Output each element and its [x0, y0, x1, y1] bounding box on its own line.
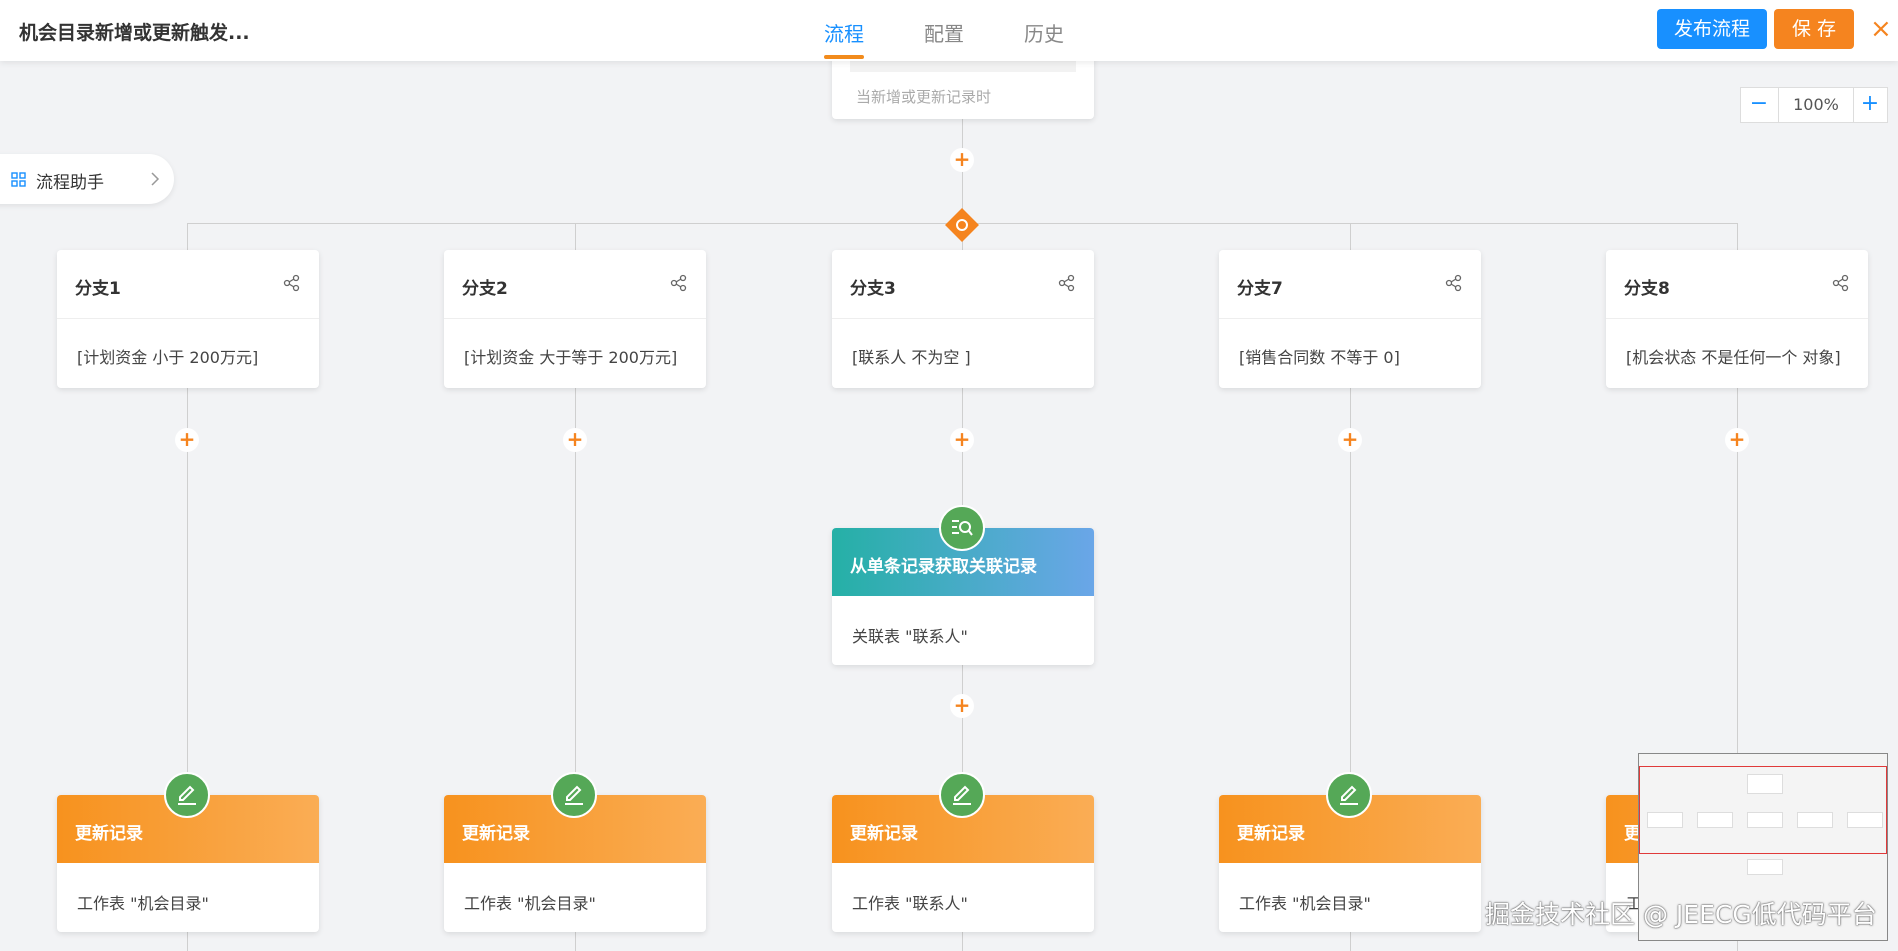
save-button[interactable]: 保 存 — [1774, 9, 1854, 49]
node-description: 工作表 "机会目录" — [1239, 894, 1371, 913]
share-icon[interactable] — [1832, 274, 1850, 292]
branch-card-3[interactable]: 分支3 [联系人 不为空 ] — [832, 250, 1094, 388]
trigger-node[interactable]: 当新增或更新记录时 — [832, 50, 1094, 119]
branch-condition: [计划资金 大于等于 200万元] — [464, 348, 678, 367]
share-icon[interactable] — [670, 274, 688, 292]
branch-condition: [联系人 不为空 ] — [852, 348, 971, 367]
minimap-node — [1747, 812, 1783, 828]
branch-name: 分支3 — [850, 279, 896, 299]
flow-assistant-button[interactable]: 流程助手 — [0, 154, 174, 204]
branch-header — [832, 250, 1094, 319]
branch-name: 分支8 — [1624, 279, 1670, 299]
node-title: 从单条记录获取关联记录 — [850, 557, 1037, 577]
update-record-node[interactable]: 更新记录 工作表 "联系人" — [832, 795, 1094, 932]
minimap-node — [1647, 812, 1683, 828]
flow-assistant-label: 流程助手 — [36, 173, 104, 193]
grid-icon — [11, 172, 26, 187]
branch-card-7[interactable]: 分支7 [销售合同数 不等于 0] — [1219, 250, 1481, 388]
minimap[interactable] — [1638, 753, 1888, 941]
node-description: 关联表 "联系人" — [852, 627, 968, 646]
branch-card-8[interactable]: 分支8 [机会状态 不是任何一个 对象] — [1606, 250, 1868, 388]
tab-history[interactable]: 历史 — [1024, 22, 1064, 46]
share-icon[interactable] — [1058, 274, 1076, 292]
branch-condition: [计划资金 小于 200万元] — [77, 348, 259, 367]
edit-icon — [551, 772, 597, 818]
edit-icon — [164, 772, 210, 818]
zoom-out-button[interactable]: − — [1749, 91, 1769, 116]
add-node-button[interactable]: + — [563, 428, 587, 452]
node-title: 更新记录 — [75, 824, 143, 844]
trigger-description: 当新增或更新记录时 — [856, 88, 992, 106]
node-title: 更新记录 — [850, 824, 918, 844]
branch-header — [1606, 250, 1868, 319]
minimap-node — [1697, 812, 1733, 828]
branch-header — [444, 250, 706, 319]
node-description: 工作表 "机会目录" — [77, 894, 209, 913]
minimap-node — [1797, 812, 1833, 828]
search-list-icon — [939, 505, 985, 551]
node-title: 更新记录 — [462, 824, 530, 844]
close-icon[interactable]: × — [1870, 14, 1892, 44]
branch-gateway-icon[interactable] — [944, 207, 980, 243]
watermark: 掘金技术社区 @ JEECG低代码平台 — [1485, 900, 1877, 929]
zoom-control: − 100% + — [1740, 87, 1888, 123]
minimap-node — [1747, 774, 1783, 794]
add-node-button[interactable]: + — [950, 694, 974, 718]
node-description: 工作表 "机会目录" — [464, 894, 596, 913]
tab-config[interactable]: 配置 — [924, 22, 964, 46]
add-node-button[interactable]: + — [950, 428, 974, 452]
page-title: 机会目录新增或更新触发... — [19, 22, 250, 44]
active-tab-indicator — [824, 55, 864, 59]
add-node-button[interactable]: + — [1338, 428, 1362, 452]
node-title: 更新记录 — [1237, 824, 1305, 844]
top-bar: 机会目录新增或更新触发... 流程 配置 历史 发布流程 保 存 × — [0, 0, 1898, 61]
add-node-button[interactable]: + — [950, 148, 974, 172]
branch-condition: [机会状态 不是任何一个 对象] — [1626, 348, 1841, 367]
add-node-button[interactable]: + — [175, 428, 199, 452]
minimap-node — [1747, 859, 1783, 875]
branch-header — [1219, 250, 1481, 319]
chevron-right-icon — [151, 172, 160, 186]
branch-header — [57, 250, 319, 319]
share-icon[interactable] — [1445, 274, 1463, 292]
publish-button[interactable]: 发布流程 — [1657, 9, 1767, 49]
edit-icon — [1326, 772, 1372, 818]
minimap-node — [1847, 812, 1883, 828]
branch-name: 分支7 — [1237, 279, 1283, 299]
node-description: 工作表 "联系人" — [852, 894, 968, 913]
minimap-viewport[interactable] — [1639, 766, 1887, 854]
branch-condition: [销售合同数 不等于 0] — [1239, 348, 1400, 367]
branch-card-1[interactable]: 分支1 [计划资金 小于 200万元] — [57, 250, 319, 388]
tab-flow[interactable]: 流程 — [824, 22, 864, 46]
zoom-in-button[interactable]: + — [1860, 91, 1880, 116]
branch-card-2[interactable]: 分支2 [计划资金 大于等于 200万元] — [444, 250, 706, 388]
add-node-button[interactable]: + — [1725, 428, 1749, 452]
share-icon[interactable] — [283, 274, 301, 292]
zoom-level: 100% — [1778, 88, 1854, 122]
node-title: 更 — [1624, 824, 1641, 844]
edit-icon — [939, 772, 985, 818]
branch-name: 分支2 — [462, 279, 508, 299]
branch-name: 分支1 — [75, 279, 121, 299]
